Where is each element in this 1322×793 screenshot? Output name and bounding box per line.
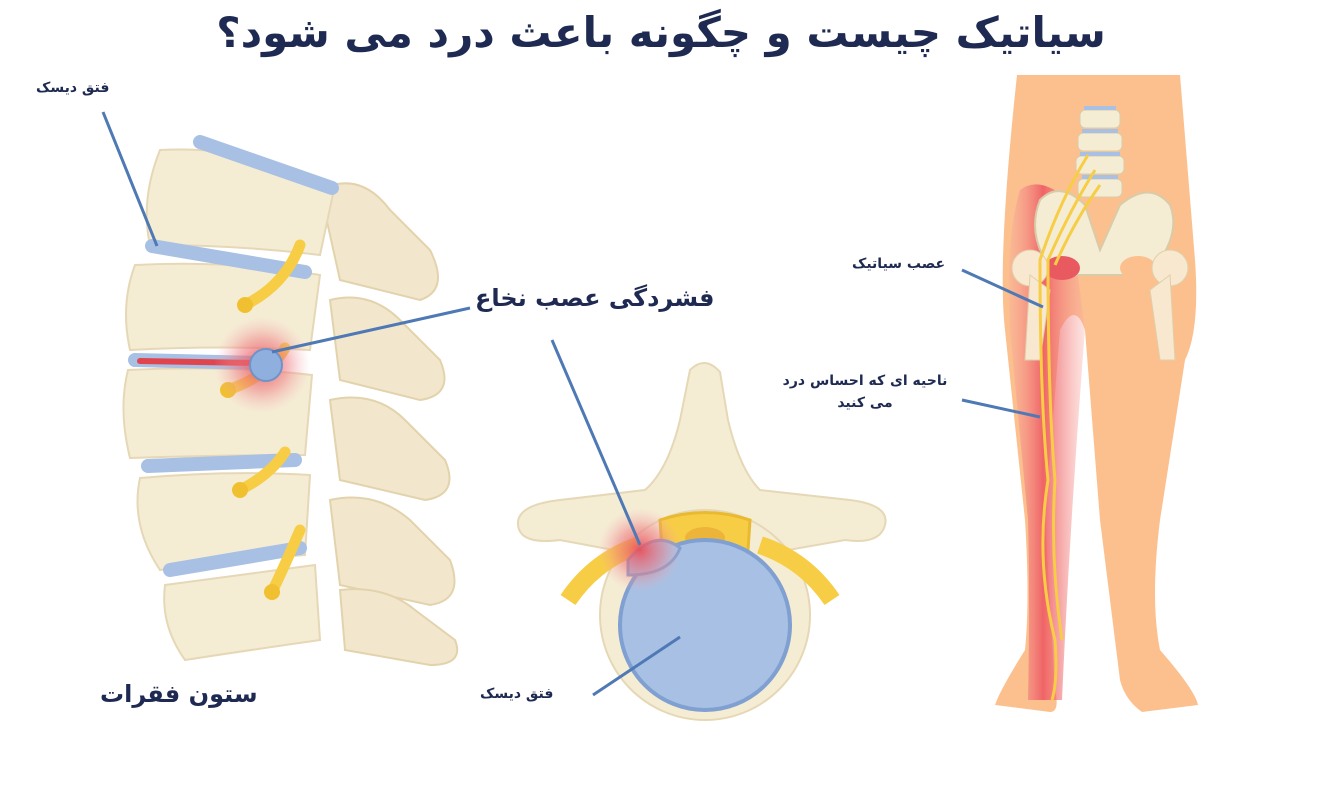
spine-side-view (122, 135, 459, 667)
vertebra-top-view (516, 362, 887, 721)
pain-area-label: ناحیه ای که احساس درد می کنید (782, 373, 948, 411)
leader-lines (101, 111, 1044, 697)
herniated-disc-label-bottom: فتق دیسک (480, 686, 554, 702)
legs-figure (995, 75, 1198, 712)
page-title: سیاتیک چیست و چگونه باعث درد می شود؟ (216, 8, 1106, 57)
herniated-disc-label-top: فتق دیسک (36, 80, 110, 96)
spine-column-label: ستون فقرات (100, 680, 258, 708)
sciatic-nerve-label: عصب سیاتیک (852, 256, 946, 272)
nerve-compression-label: فشردگی عصب نخاع (475, 284, 715, 312)
